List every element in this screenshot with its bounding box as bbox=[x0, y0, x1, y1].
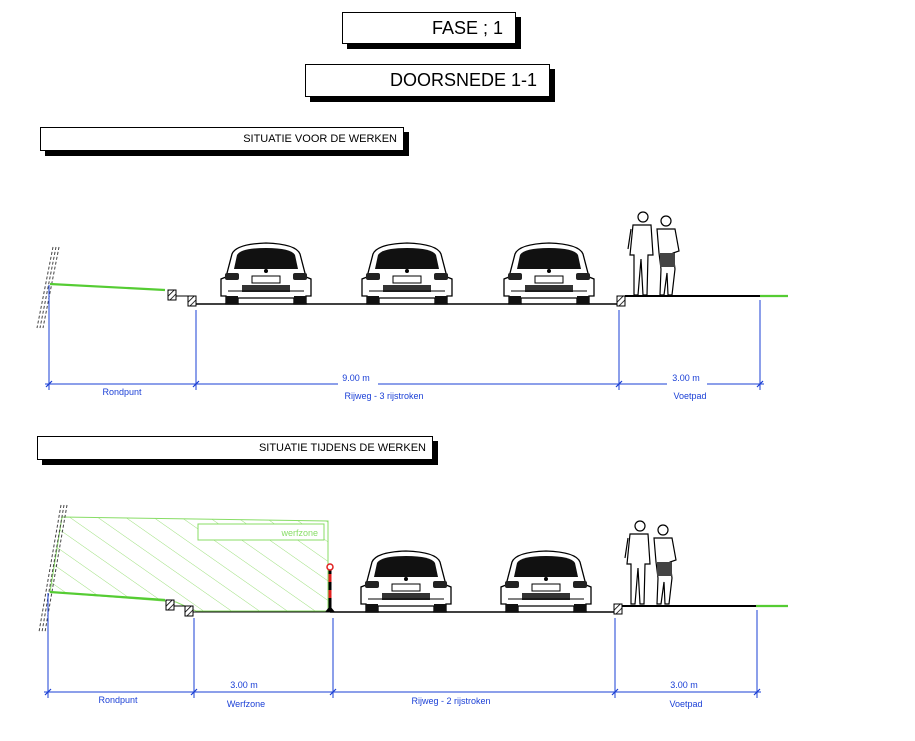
grass-slope bbox=[49, 590, 166, 602]
before-title: SITUATIE VOOR DE WERKEN bbox=[243, 133, 397, 145]
during-section: werfzone bbox=[38, 504, 788, 709]
before-section: 9.00 m 3.00 m Rondpunt Rijweg - 3 rijstr… bbox=[36, 211, 788, 401]
embankment-edge bbox=[38, 504, 68, 633]
phase-title-box: FASE ; 1 bbox=[342, 12, 516, 44]
section-title-box: DOORSNEDE 1-1 bbox=[305, 64, 550, 97]
footpath-width: 3.00 m bbox=[670, 680, 698, 690]
car-rear-icon bbox=[500, 550, 592, 613]
roundabout-label: Rondpunt bbox=[102, 387, 142, 397]
worksite-label: Werfzone bbox=[227, 699, 265, 709]
roadway-label: Rijweg - 2 rijstroken bbox=[411, 696, 490, 706]
car-rear-icon bbox=[360, 550, 452, 613]
dimension-lines bbox=[45, 285, 764, 390]
pedestrian-couple-icon bbox=[627, 211, 680, 296]
worksite-width: 3.00 m bbox=[230, 680, 258, 690]
car-rear-icon bbox=[361, 242, 453, 305]
roadway-label: Rijweg - 3 rijstroken bbox=[344, 391, 423, 401]
roadway-width: 9.00 m bbox=[342, 373, 370, 383]
during-title-box: SITUATIE TIJDENS DE WERKEN bbox=[37, 436, 433, 460]
footpath-label: Voetpad bbox=[669, 699, 702, 709]
curb-block-icon bbox=[613, 603, 623, 615]
phase-title: FASE ; 1 bbox=[431, 17, 503, 38]
pedestrian-couple-icon bbox=[624, 520, 677, 605]
dimension-lines bbox=[44, 593, 761, 698]
before-title-box: SITUATIE VOOR DE WERKEN bbox=[40, 127, 404, 151]
roundabout-label: Rondpunt bbox=[98, 695, 138, 705]
grass-slope bbox=[49, 282, 166, 292]
footpath-label: Voetpad bbox=[673, 391, 706, 401]
curb-block-icon bbox=[184, 605, 194, 617]
footpath-width: 3.00 m bbox=[672, 373, 700, 383]
warning-post-icon bbox=[325, 563, 335, 612]
curb-block-icon bbox=[167, 289, 177, 301]
section-title: DOORSNEDE 1-1 bbox=[389, 70, 537, 90]
car-rear-icon bbox=[220, 242, 312, 305]
worksite-tag-box bbox=[197, 523, 325, 541]
curb-block-icon bbox=[616, 295, 626, 307]
during-title: SITUATIE TIJDENS DE WERKEN bbox=[258, 442, 426, 454]
worksite-tag: werfzone bbox=[280, 528, 318, 538]
embankment-edge bbox=[36, 246, 60, 329]
car-rear-icon bbox=[503, 242, 595, 305]
curb-block-icon bbox=[187, 295, 197, 307]
curb-block-icon bbox=[165, 599, 175, 611]
